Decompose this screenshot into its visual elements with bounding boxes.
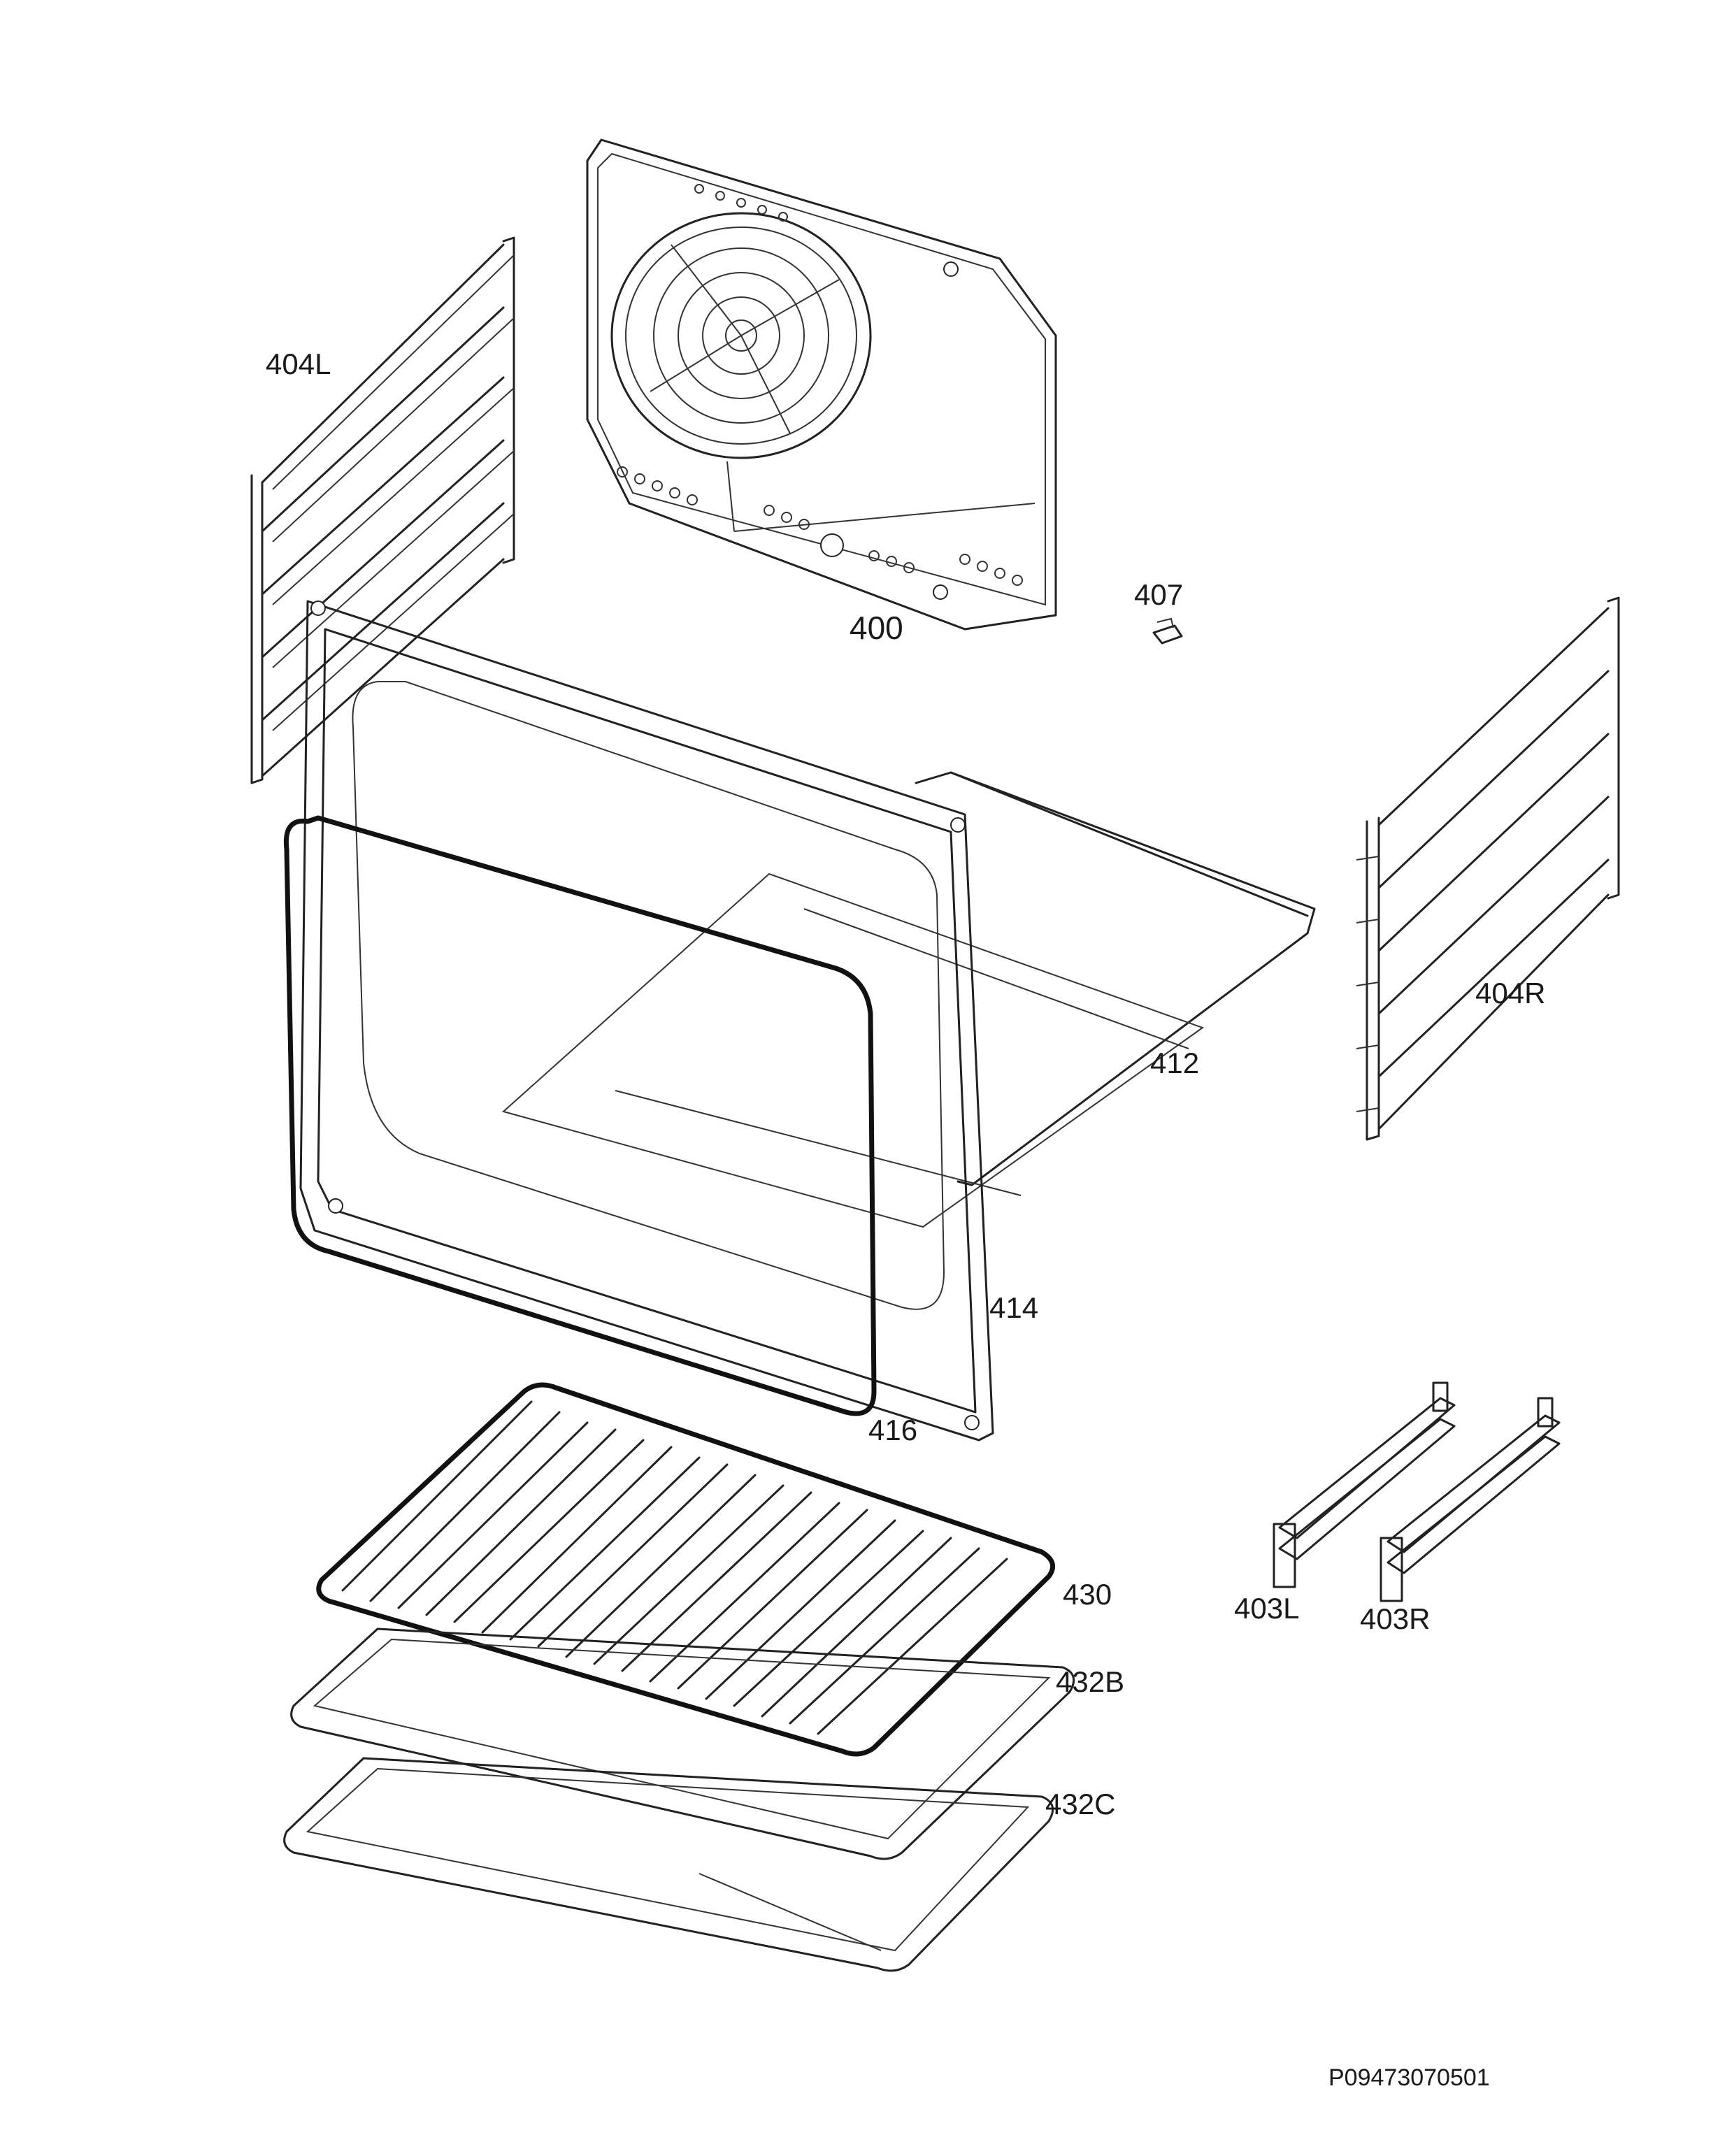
label-404R: 404R [1475,977,1546,1009]
label-432B: 432B [1056,1665,1125,1698]
baking-tray-432B [290,1627,1075,1860]
label-416: 416 [868,1414,918,1446]
label-404L: 404L [266,347,331,380]
label-400: 400 [850,610,903,646]
front-frame-414 [299,600,994,1442]
label-412: 412 [1150,1047,1200,1079]
drawing-code: P09473070501 [1328,2064,1490,2091]
floor-panel-412 [501,771,1316,1228]
label-403R: 403R [1360,1602,1431,1635]
label-430: 430 [1063,1578,1112,1611]
left-shelf-support-404L [250,236,515,784]
label-403L: 403L [1234,1592,1300,1625]
telescopic-rail-403R [1380,1397,1561,1602]
back-panel-400 [586,138,1057,631]
label-407: 407 [1134,578,1184,611]
wire-shelf-430 [316,1382,1056,1757]
door-seal-416 [283,815,877,1416]
clip-407 [1152,617,1183,645]
label-414: 414 [989,1291,1039,1324]
label-432C: 432C [1045,1788,1116,1820]
right-shelf-support-404R [1356,596,1620,1141]
telescopic-rail-403L [1273,1381,1456,1588]
deep-tray-432C [283,1757,1054,1972]
